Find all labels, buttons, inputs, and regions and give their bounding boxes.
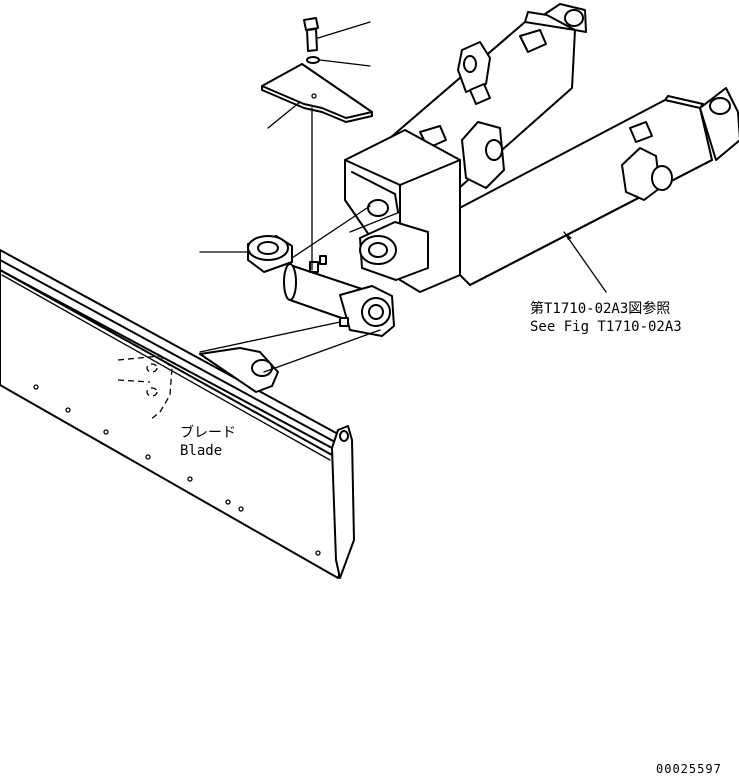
blade-label-jp: ブレード (180, 424, 236, 441)
cylinder (283, 255, 395, 337)
callout-leader-plate (267, 101, 301, 129)
blade-bolt-holes (33, 384, 321, 556)
assembly-lines (199, 205, 401, 373)
drawing-number: 00025597 (656, 762, 722, 776)
main-frame (344, 3, 739, 293)
reference-text-jp: 第T1710-02A3図参照 (530, 300, 670, 317)
reference-text-en: See Fig T1710-02A3 (530, 319, 682, 335)
blade-label-en: Blade (180, 443, 222, 459)
pin-bushing (247, 235, 293, 273)
hardware-stack (261, 17, 373, 271)
blade (0, 249, 355, 579)
callout-leader-bolt (317, 21, 371, 39)
callout-leader-lines (199, 21, 607, 293)
callout-leader-washer (319, 59, 371, 67)
callout-leader-frame (563, 231, 607, 293)
arrow-head-icon (564, 232, 572, 240)
